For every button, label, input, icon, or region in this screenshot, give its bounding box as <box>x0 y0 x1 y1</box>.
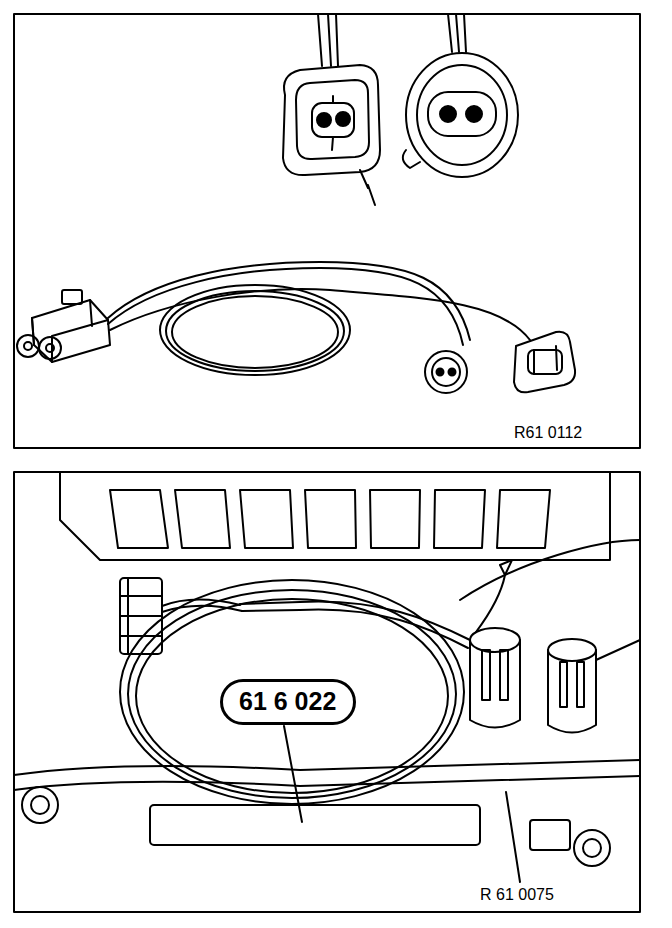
leader-line <box>284 726 302 822</box>
panel-frame <box>14 14 640 448</box>
panel-frame <box>14 472 640 912</box>
figure-code: R 61 0075 <box>478 886 556 904</box>
lamp-socket <box>470 628 640 733</box>
connector-plug <box>283 14 380 205</box>
lamp-housing <box>14 472 640 866</box>
connector-socket <box>403 14 518 177</box>
wiring-harness <box>120 540 640 804</box>
part-number: 61 6 022 <box>239 688 337 716</box>
leader-line <box>506 792 520 882</box>
wiring-harness <box>17 262 575 393</box>
figure-code: R61 0112 <box>512 424 584 442</box>
callout-box: 61 6 022 <box>220 679 356 725</box>
